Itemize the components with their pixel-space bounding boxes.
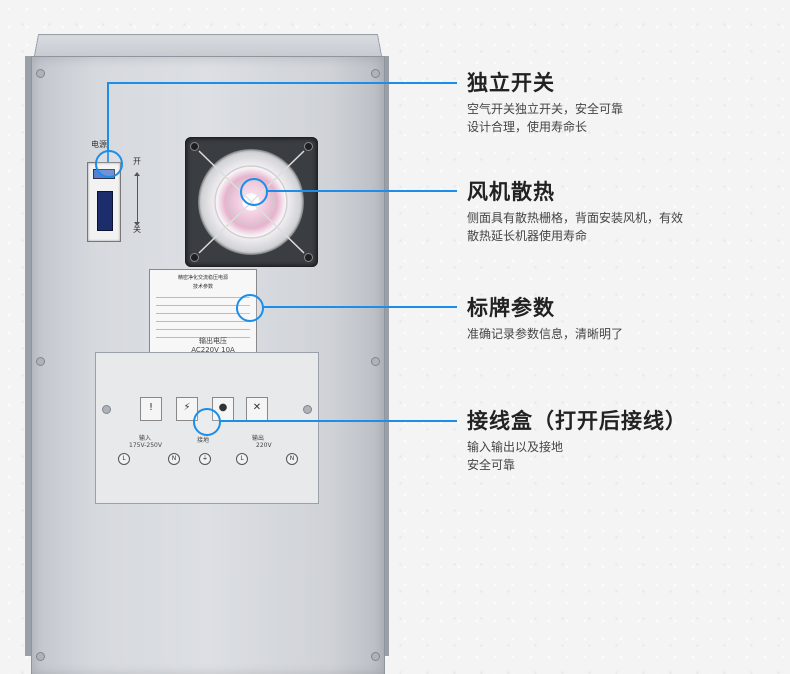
cooling-fan [185,137,318,267]
output-label: 输出 [252,435,265,442]
panel-header: 输出电压 AC220V 10A [163,337,263,355]
output-terminal-l: L [236,453,248,465]
callout-marker-fan [240,178,268,206]
callout-line-fan [266,190,457,192]
screw [371,69,380,78]
screw [371,652,380,661]
callout-marker-plate [236,294,264,322]
callout-line-switch-vertical [107,82,109,162]
input-label: 输入 [139,435,152,442]
feature-fan: 风机散热 侧面具有散热栅格，背面安装风机，有效 散热延长机器使用寿命 [467,179,683,245]
high-voltage-icon: ⚡ [176,397,198,421]
callout-line-switch [107,82,457,84]
feature-desc: 侧面具有散热栅格，背面安装风机，有效 散热延长机器使用寿命 [467,211,684,243]
callout-marker-switch [95,150,123,178]
tools-icon: ✕ [246,397,268,421]
fan-screw-hole [190,253,199,262]
callout-marker-terminal [193,408,221,436]
fan-screw-hole [304,142,313,151]
feature-desc: 空气开关独立开关，安全可靠 设计合理，使用寿命长 [467,102,624,134]
feature-switch: 独立开关 空气开关独立开关，安全可靠 设计合理，使用寿命长 [467,70,623,136]
input-range: 175V-250V [129,442,162,449]
output-terminal-n: N [286,453,298,465]
output-voltage: 220V [256,442,272,449]
switch-lever [97,191,113,231]
ground-label: 接地 [197,437,210,444]
switch-on-label: 开 [133,157,141,166]
callout-line-plate [262,306,457,308]
feature-title: 标牌参数 [467,296,555,320]
feature-title: 接线盒（打开后接线） [467,409,687,433]
warning-icon: ! [140,397,162,421]
feature-desc: 准确记录参数信息，清晰明了 [467,327,624,341]
input-terminal-l: L [118,453,130,465]
fan-screw-hole [190,142,199,151]
screw [36,357,45,366]
callout-line-terminal [219,420,457,422]
feature-title: 独立开关 [467,71,555,95]
ground-terminal-icon: ⏚ [199,453,211,465]
feature-terminal: 接线盒（打开后接线） 输入输出以及接地 安全可靠 [467,408,687,474]
voltage-stabilizer-device: 电源 开 关 精密净化交流稳压电源 技术参数 [25,32,390,674]
panel-spec: AC220V 10A [191,346,235,354]
screw [36,69,45,78]
switch-direction-arrow [134,172,140,226]
device-right-edge [382,56,389,656]
feature-title: 风机散热 [467,180,555,204]
device-left-edge [25,56,32,656]
screw [102,405,111,414]
screw [303,405,312,414]
fan-screw-hole [304,253,313,262]
plate-subtitle: 技术参数 [192,284,213,290]
screw [371,357,380,366]
feature-desc: 输入输出以及接地 安全可靠 [467,440,564,472]
plate-title: 精密净化交流稳压电源 [177,275,228,281]
input-terminal-n: N [168,453,180,465]
screw [36,652,45,661]
panel-title: 输出电压 [199,337,227,345]
switch-off-label: 关 [133,225,141,234]
feature-plate: 标牌参数 准确记录参数信息，清晰明了 [467,295,623,343]
switch-label: 电源 [91,140,107,149]
